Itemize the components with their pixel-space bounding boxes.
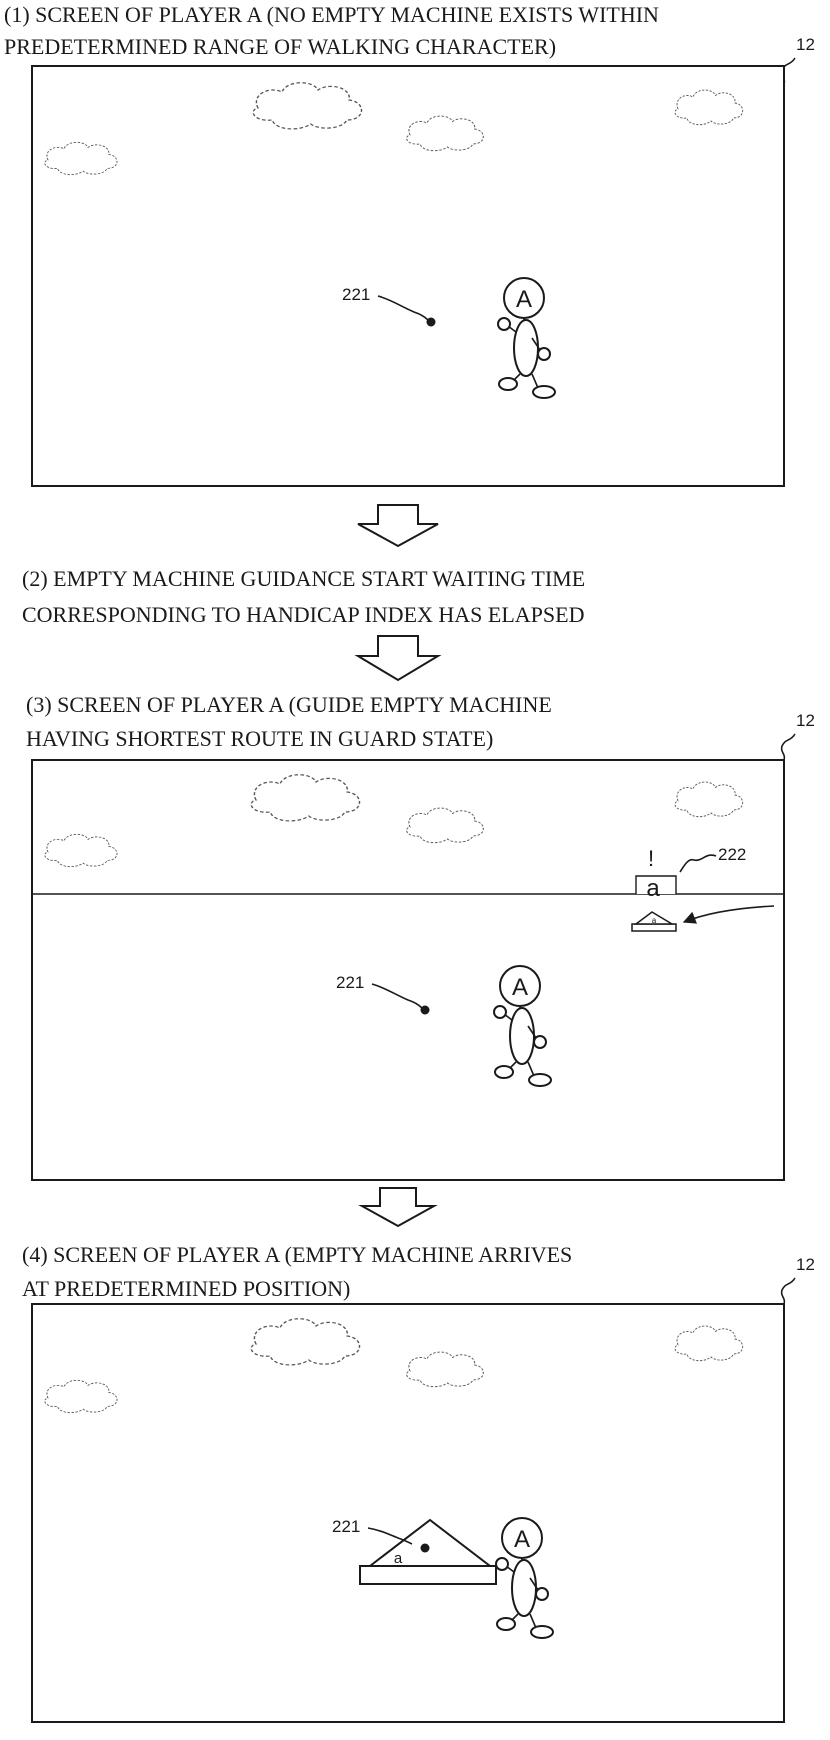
step4-machine-letter: a <box>394 1550 403 1567</box>
step3-guide-mark: ! <box>648 846 654 871</box>
step3-caption-line2: HAVING SHORTEST ROUTE IN GUARD STATE) <box>26 726 493 751</box>
step4-point-ref: 221 <box>332 1517 360 1536</box>
step2-caption-line1: (2) EMPTY MACHINE GUIDANCE START WAITING… <box>22 566 585 591</box>
step1-character-letter: A <box>516 286 532 313</box>
step1-screen <box>32 66 784 486</box>
step3-screen <box>32 760 784 1180</box>
step1-screen-ref: 12 <box>796 35 815 54</box>
step3-point-ref: 221 <box>336 973 364 992</box>
arrow-down-3 <box>362 1188 434 1226</box>
step3-caption-line1: (3) SCREEN OF PLAYER A (GUIDE EMPTY MACH… <box>26 692 552 717</box>
step4-character-letter: A <box>514 1526 530 1553</box>
step4-caption-line2: AT PREDETERMINED POSITION) <box>22 1276 350 1301</box>
arrow-down-1 <box>358 505 438 546</box>
step3-machine-letter: a <box>652 916 657 925</box>
step1-point-ref: 221 <box>342 285 370 304</box>
step4-screen-ref: 12 <box>796 1255 815 1274</box>
step3-screen-ref: 12 <box>796 711 815 730</box>
step3-guide-letter: a <box>646 875 660 902</box>
step4-panel: (4) SCREEN OF PLAYER A (EMPTY MACHINE AR… <box>22 1242 815 1722</box>
step4-caption-line1: (4) SCREEN OF PLAYER A (EMPTY MACHINE AR… <box>22 1242 572 1267</box>
step3-panel: (3) SCREEN OF PLAYER A (GUIDE EMPTY MACH… <box>26 692 815 1180</box>
step1-caption-line2: PREDETERMINED RANGE OF WALKING CHARACTER… <box>4 34 556 59</box>
step4-screen <box>32 1304 784 1722</box>
step4-screen-ref-leader <box>782 1278 795 1304</box>
step4-point-221 <box>421 1544 430 1553</box>
step2-caption-line2: CORRESPONDING TO HANDICAP INDEX HAS ELAP… <box>22 602 584 627</box>
step1-panel: (1) SCREEN OF PLAYER A (NO EMPTY MACHINE… <box>4 2 815 486</box>
step3-screen-ref-leader <box>782 734 795 760</box>
step3-guide-ref: 222 <box>718 845 746 864</box>
arrow-down-2 <box>358 636 438 680</box>
step2-caption: (2) EMPTY MACHINE GUIDANCE START WAITING… <box>22 566 585 627</box>
step1-point-221 <box>427 318 436 327</box>
step3-point-221 <box>421 1006 430 1015</box>
step1-caption-line1: (1) SCREEN OF PLAYER A (NO EMPTY MACHINE… <box>4 2 659 27</box>
step3-character-letter: A <box>512 974 528 1001</box>
